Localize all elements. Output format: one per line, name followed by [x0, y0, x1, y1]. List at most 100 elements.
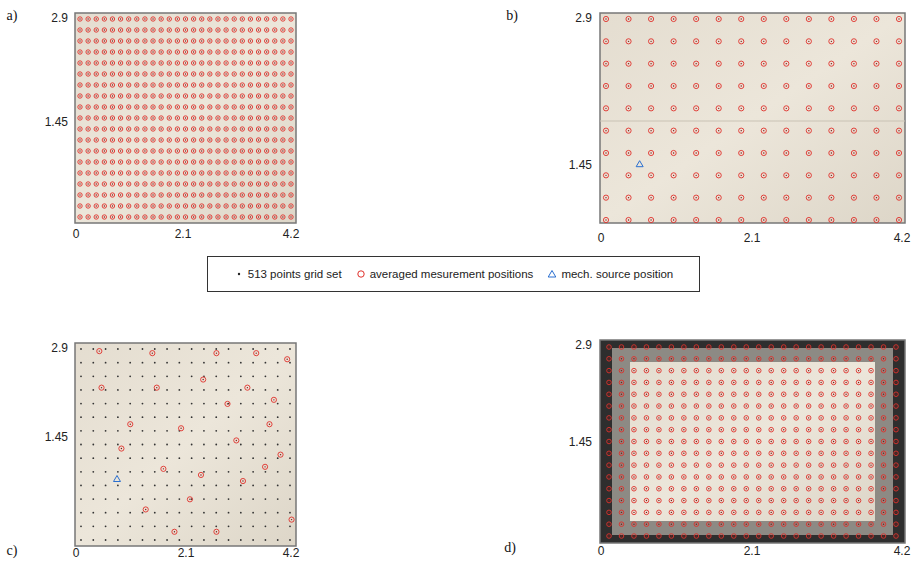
- grid-dot: [266, 150, 267, 151]
- grid-dot: [646, 429, 647, 430]
- measurement-ring: [86, 94, 90, 98]
- grid-dot: [683, 394, 684, 395]
- measurement-ring: [273, 17, 277, 21]
- measurement-ring: [175, 116, 179, 120]
- grid-dot: [217, 84, 218, 85]
- grid-dot: [104, 161, 105, 162]
- measurement-ring: [118, 72, 122, 76]
- grid-dot: [671, 535, 672, 536]
- measurement-ring: [248, 105, 252, 109]
- measurement-ring: [94, 17, 98, 21]
- measurement-ring: [719, 404, 724, 409]
- grid-dot: [152, 73, 153, 74]
- grid-dot: [266, 73, 267, 74]
- measurement-ring: [208, 116, 212, 120]
- measurement-ring: [159, 28, 163, 32]
- grid-dot: [117, 348, 119, 350]
- grid-dot: [191, 485, 193, 487]
- grid-dot: [250, 73, 251, 74]
- measurement-ring: [289, 72, 293, 76]
- grid-dot: [87, 205, 88, 206]
- measurement-ring: [289, 105, 293, 109]
- grid-dot: [646, 382, 647, 383]
- grid-dot: [233, 139, 234, 140]
- measurement-ring: [289, 160, 293, 164]
- measurement-ring: [232, 171, 236, 175]
- grid-dot: [258, 183, 259, 184]
- grid-dot: [282, 84, 283, 85]
- measurement-ring: [167, 17, 171, 21]
- measurement-ring: [224, 94, 228, 98]
- measurement-ring: [682, 534, 687, 539]
- grid-dot: [152, 117, 153, 118]
- grid-dot: [105, 348, 107, 350]
- measurement-ring: [110, 149, 114, 153]
- measurement-ring: [619, 392, 624, 397]
- measurement-ring: [240, 138, 244, 142]
- grid-dot: [290, 40, 291, 41]
- measurement-ring: [110, 127, 114, 131]
- grid-dot: [831, 152, 832, 153]
- measurement-ring: [200, 61, 204, 65]
- grid-dot: [808, 85, 809, 86]
- grid-dot: [708, 464, 709, 465]
- grid-dot: [177, 150, 178, 151]
- grid-dot: [92, 416, 94, 418]
- grid-dot: [621, 464, 622, 465]
- measurement-ring: [208, 171, 212, 175]
- measurement-ring: [102, 28, 106, 32]
- measurement-ring: [175, 149, 179, 153]
- measurement-ring: [619, 475, 624, 480]
- measurement-ring: [151, 50, 155, 54]
- grid-dot: [201, 106, 202, 107]
- grid-dot: [201, 161, 202, 162]
- grid-dot: [282, 117, 283, 118]
- measurement-ring: [248, 160, 252, 164]
- grid-dot: [185, 40, 186, 41]
- grid-dot: [185, 150, 186, 151]
- grid-dot: [87, 194, 88, 195]
- measurement-ring: [829, 195, 834, 200]
- measurement-ring: [240, 127, 244, 131]
- measurement-ring: [739, 150, 744, 155]
- grid-dot: [120, 172, 121, 173]
- measurement-ring: [175, 204, 179, 208]
- grid-dot: [718, 85, 719, 86]
- measurement-ring: [603, 195, 608, 200]
- grid-dot: [650, 63, 651, 64]
- grid-dot: [721, 535, 722, 536]
- grid-dot: [658, 453, 659, 454]
- plate: [600, 340, 905, 543]
- measurement-ring: [240, 149, 244, 153]
- grid-dot: [120, 29, 121, 30]
- measurement-ring: [644, 475, 649, 480]
- measurement-ring: [829, 83, 834, 88]
- measurement-ring: [240, 160, 244, 164]
- grid-dot: [112, 216, 113, 217]
- grid-dot: [274, 216, 275, 217]
- measurement-ring: [806, 16, 811, 21]
- grid-dot: [266, 183, 267, 184]
- grid-dot: [605, 85, 606, 86]
- measurement-ring: [896, 83, 901, 88]
- grid-dot: [145, 509, 146, 510]
- measurement-ring: [719, 534, 724, 539]
- measurement-ring: [739, 83, 744, 88]
- grid-dot: [708, 370, 709, 371]
- measurement-ring: [110, 116, 114, 120]
- measurement-ring: [167, 105, 171, 109]
- grid-dot: [215, 498, 217, 500]
- grid-dot: [160, 84, 161, 85]
- grid-dot: [217, 172, 218, 173]
- measurement-ring: [78, 28, 82, 32]
- measurement-ring: [806, 39, 811, 44]
- grid-dot: [215, 444, 217, 446]
- measurement-ring: [694, 498, 699, 503]
- grid-dot: [608, 512, 609, 513]
- measurement-ring: [78, 72, 82, 76]
- measurement-ring: [167, 138, 171, 142]
- grid-dot: [808, 41, 809, 42]
- measurement-ring: [240, 105, 244, 109]
- measurement-ring: [694, 534, 699, 539]
- grid-dot: [274, 183, 275, 184]
